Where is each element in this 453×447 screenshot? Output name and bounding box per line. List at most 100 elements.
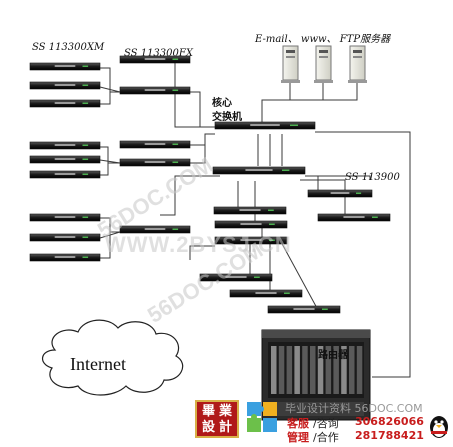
switch-c-3 [214,236,288,245]
router-slot-card [278,346,285,394]
label-core-switch-2: 交换机 [212,112,242,123]
switch-f-3 [267,305,341,314]
switch-led [254,276,260,278]
switch-port-strip [54,158,76,160]
footer-site-text: 毕业设计资料 56DOC.COM [285,402,423,415]
router-slot-card [349,346,355,394]
label-router: 路由器 [318,350,348,361]
server-3 [348,45,367,83]
switch-ss113900-1 [307,189,373,198]
switch-d-3 [29,253,101,262]
switch-b-2 [119,158,191,167]
switch-led [82,216,89,218]
switch-port-strip [240,239,262,241]
central-switch [212,166,306,175]
switch-led [356,192,362,194]
admin-label: 管理 [287,431,309,444]
switch-led [82,144,89,146]
switch-a-1 [29,141,101,150]
server-2 [314,45,333,83]
switch-port-strip [144,58,166,60]
service-suffix: /咨询 [313,417,339,430]
switch-led [269,223,275,225]
switch-d-1 [29,213,101,222]
site-logo: 畢 業 設 計 [195,400,239,438]
switch-port-strip [250,124,280,126]
switch-port-strip [144,89,166,91]
router-slot-card [310,346,316,394]
footer-banner: 畢 業 設 計 毕业设计资料 56DOC.COM 客服 /咨询 30682606… [195,398,453,444]
switch-led [82,65,89,67]
switch-port-strip [245,169,273,171]
switch-led [172,228,179,230]
switch-e-1 [119,225,191,234]
router-slot-card [325,346,332,394]
switch-port-strip [54,173,76,175]
switch-port-strip [54,256,76,258]
switch-port-strip [54,84,76,86]
core-switch [214,121,316,130]
logo-char: 計 [219,420,233,435]
switch-port-strip [330,192,350,194]
switch-port-strip [240,223,262,225]
switch-led [269,239,275,241]
switch-c-1 [213,206,287,215]
switch-led [268,209,274,211]
service-label: 客服 [287,417,309,430]
switch-fx-1 [119,55,191,64]
switch-led [82,102,89,104]
router-slot-card [341,346,347,394]
switch-xm-1 [29,62,101,71]
watermark: WWW.2BYSJ.CN [105,232,292,257]
switch-led [82,84,89,86]
switch-port-strip [54,236,76,238]
switch-led [172,143,179,145]
switch-led [82,173,89,175]
label-ss113900: SS 113900 [345,172,400,183]
switch-port-strip [225,276,247,278]
switch-xm-2 [29,81,101,90]
label-ss113300xm: SS 113300XM [32,42,105,53]
router-slot-card [356,346,363,394]
router-fan-tray [268,402,364,416]
switch-port-strip [255,292,277,294]
switch-led [172,58,179,60]
admin-suffix: /合作 [313,431,339,444]
label-ss113300fx: SS 113300FX [124,48,193,59]
admin-qq: 281788421 [355,429,424,442]
switch-led [82,256,89,258]
switch-led [172,161,179,163]
switch-a-2 [29,155,101,164]
server-group [281,45,367,83]
label-internet: Internet [70,354,126,374]
server-1 [281,45,300,83]
switch-port-strip [144,228,166,230]
logo-char: 設 [202,420,216,435]
router-slot-card [317,346,324,394]
switch-led [82,158,89,160]
switch-port-strip [144,143,166,145]
qq-penguin-icon [430,416,448,438]
switch-port-strip [54,144,76,146]
label-core-switch-1: 核心 [212,98,232,109]
switch-led [290,124,298,126]
router-slot-card [286,346,293,394]
label-servers: E-mail、 www、 FTP服务器 [255,34,391,45]
switch-port-strip [54,65,76,67]
switch-port-strip [293,308,315,310]
switch-c-2 [214,220,288,229]
switch-group [29,55,391,314]
switch-ss113900-2 [317,213,391,222]
internet-cloud [42,319,184,396]
switch-port-strip [343,216,365,218]
switch-port-strip [54,216,76,218]
switch-fx-2 [119,86,191,95]
switch-led [372,216,378,218]
logo-char: 畢 [202,404,216,419]
switch-f-1 [199,273,273,282]
switch-led [82,236,89,238]
router-slot-card [294,346,300,394]
puzzle-icon [247,402,277,432]
router-slot-card [333,346,339,394]
